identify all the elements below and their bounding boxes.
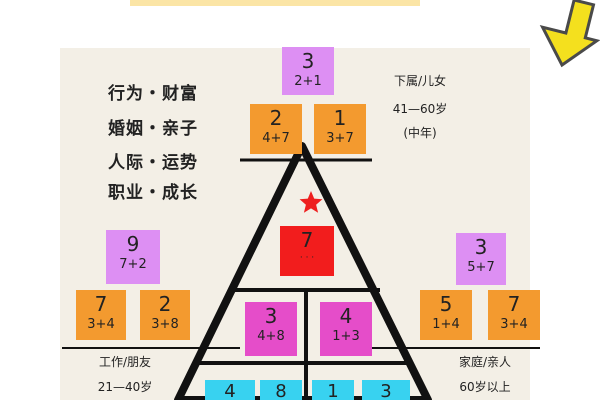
top-right-box: 1 3+7: [314, 104, 366, 154]
left-right-number: 2: [158, 292, 172, 316]
legend-line-4: 职业・成长: [108, 183, 198, 203]
bottom-box-1: 4: [205, 380, 255, 400]
right-apex-number: 3: [474, 235, 488, 259]
bottom-box-4: 3: [362, 380, 410, 400]
top-apex-sum: 2+1: [294, 74, 322, 89]
bottom-number-2: 8: [275, 381, 287, 400]
star-icon: [299, 191, 323, 213]
top-caption-title: 下属/儿女: [393, 74, 447, 88]
left-caption-age: 21—40岁: [97, 380, 153, 394]
right-right-number: 7: [507, 292, 521, 316]
left-left-sum: 3+4: [87, 317, 115, 332]
left-apex-box: 9 7+2: [106, 230, 160, 284]
top-caption-age: 41—60岁: [392, 102, 448, 116]
right-right-sum: 3+4: [500, 317, 528, 332]
bottom-box-2: 8: [260, 380, 302, 400]
top-caption-period: (中年): [403, 126, 437, 140]
right-apex-box: 3 5+7: [456, 233, 506, 285]
left-right-sum: 3+8: [151, 317, 179, 332]
right-left-sum: 1+4: [432, 317, 460, 332]
left-caption-title: 工作/朋友: [98, 355, 152, 369]
right-apex-sum: 5+7: [467, 260, 495, 275]
legend-line-1: 行为・财富: [108, 84, 198, 104]
center-box: 7 · · ·: [280, 226, 334, 276]
right-caption-title: 家庭/亲人: [458, 355, 512, 369]
left-left-number: 7: [94, 292, 108, 316]
top-apex-box: 3 2+1: [282, 47, 334, 95]
left-apex-sum: 7+2: [119, 257, 147, 272]
arrow-down-icon: [539, 0, 600, 68]
middle-right-sum: 1+3: [332, 329, 360, 344]
left-apex-number: 9: [126, 232, 140, 256]
right-left-number: 5: [439, 292, 453, 316]
bottom-number-1: 4: [224, 381, 236, 400]
top-right-sum: 3+7: [326, 131, 354, 146]
center-number: 7: [300, 228, 314, 252]
middle-left-box: 3 4+8: [245, 302, 297, 356]
center-dots: · · ·: [299, 253, 315, 263]
middle-left-number: 3: [264, 304, 278, 328]
middle-right-box: 4 1+3: [320, 302, 372, 356]
middle-right-number: 4: [339, 304, 353, 328]
legend-line-2: 婚姻・亲子: [108, 119, 198, 139]
top-right-number: 1: [333, 106, 347, 130]
legend-line-3: 人际・运势: [108, 153, 198, 173]
top-left-number: 2: [269, 106, 283, 130]
right-caption-age: 60岁以上: [459, 380, 511, 394]
left-right-box: 2 3+8: [140, 290, 190, 340]
right-right-box: 7 3+4: [488, 290, 540, 340]
right-left-box: 5 1+4: [420, 290, 472, 340]
middle-left-sum: 4+8: [257, 329, 285, 344]
triangle-outline: [174, 142, 432, 400]
top-apex-number: 3: [301, 49, 315, 73]
left-left-box: 7 3+4: [76, 290, 126, 340]
top-banner-strip: [130, 0, 420, 6]
top-left-sum: 4+7: [262, 131, 290, 146]
bottom-number-4: 3: [380, 381, 392, 400]
bottom-box-3: 1: [312, 380, 354, 400]
top-left-box: 2 4+7: [250, 104, 302, 154]
bottom-number-3: 1: [327, 381, 339, 400]
